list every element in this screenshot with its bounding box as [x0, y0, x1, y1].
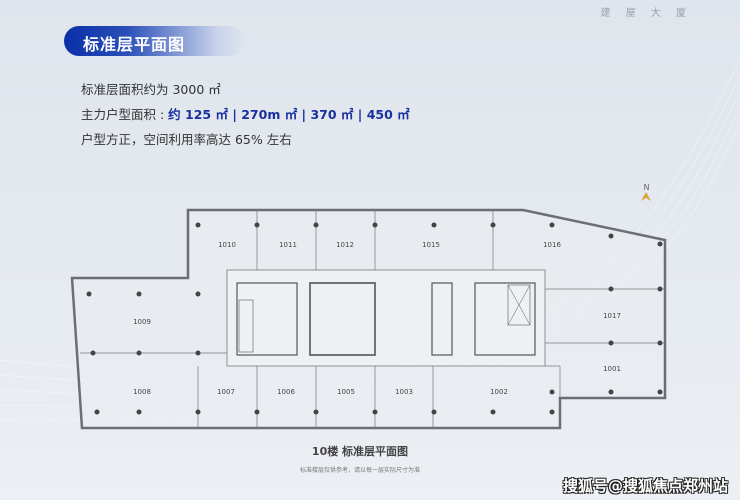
room-label: 1015: [422, 241, 440, 249]
unit-area-text: 主力户型面积 : 约 125 ㎡ | 270m ㎡ | 370 ㎡ | 450 …: [81, 104, 410, 123]
floor-area-text: 标准层面积约为 3000 ㎡: [81, 82, 221, 97]
room-label: 1017: [603, 312, 621, 320]
plan-caption: 10楼 标准层平面图: [311, 445, 409, 458]
unit-area-values: 约 125 ㎡ | 270m ㎡ | 370 ㎡ | 450 ㎡: [168, 107, 410, 122]
core: [226, 269, 546, 367]
room-label: 1016: [543, 241, 561, 249]
room-label: 1012: [336, 241, 354, 249]
north-label: N: [643, 183, 650, 192]
unit-area-label: 主力户型面积 :: [81, 107, 169, 122]
efficiency-text: 户型方正，空间利用率高达 65% 左右: [81, 132, 292, 147]
room-label: 1008: [133, 388, 151, 396]
watermark: 搜狐号@搜狐焦点郑州站: [562, 477, 728, 495]
room-label: 1003: [395, 388, 413, 396]
room-label: 1011: [279, 241, 297, 249]
room-label: 1002: [490, 388, 508, 396]
section-title-badge: 标准层平面图: [64, 26, 244, 56]
room-label: 1001: [603, 365, 621, 373]
north-compass: N: [640, 183, 652, 204]
room-label: 1010: [218, 241, 236, 249]
room-label: 1007: [217, 388, 235, 396]
room-label: 1006: [277, 388, 295, 396]
brand-name: 建 屋 大 厦: [600, 8, 692, 19]
north-arrow-icon: [641, 192, 651, 201]
room-label: 1009: [133, 318, 151, 326]
plan-disclaimer: 标准楼层仅供参考，请以每一层实际尺寸为准: [299, 467, 420, 474]
room-label: 1005: [337, 388, 355, 396]
section-title: 标准层平面图: [83, 35, 186, 54]
